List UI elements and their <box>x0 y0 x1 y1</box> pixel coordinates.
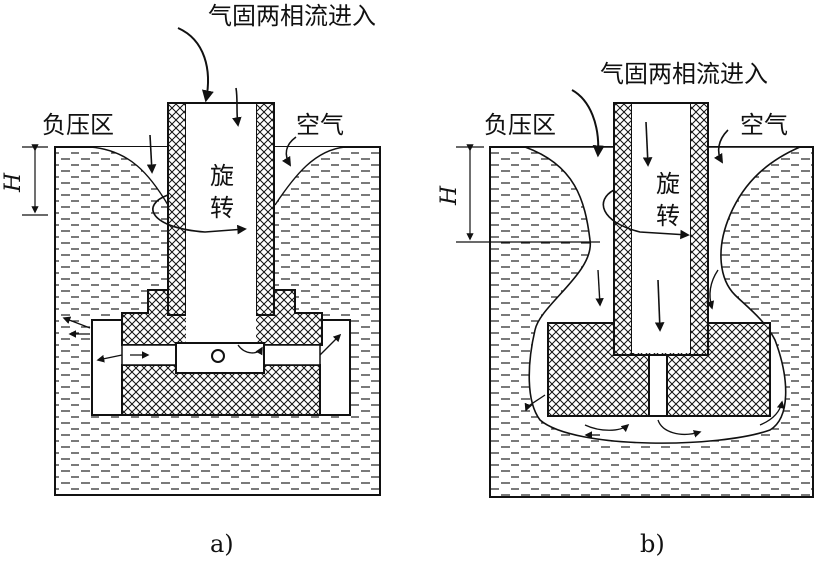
height-dimension-b <box>456 144 600 243</box>
shaft-slot-b <box>648 354 668 417</box>
air-label-b: 空气 <box>740 111 788 139</box>
inlet-arrow-b <box>571 89 605 158</box>
air-label-a: 空气 <box>296 111 344 139</box>
vortex-a <box>90 147 168 205</box>
negative-zone-arrow-a <box>146 134 157 174</box>
caption-b: b) <box>640 530 665 558</box>
pipe-wall-left-a <box>167 102 187 316</box>
height-dimension-a <box>22 144 48 216</box>
rotation-char-2-a: 转 <box>210 194 234 222</box>
rotation-char-1-b: 旋 <box>656 170 680 198</box>
air-arrow-b <box>713 129 729 164</box>
pipe-wall-right-a <box>255 102 275 316</box>
diagram-b: 气固两相流进入 负压区 空气 旋 转 H b) <box>437 60 814 558</box>
caption-a: a) <box>210 530 234 558</box>
rotation-arrow-a <box>152 194 247 235</box>
rotation-arrow-b <box>602 189 690 240</box>
diagram-a: 气固两相流进入 负压区 空气 旋 转 H a) <box>1 2 381 558</box>
rotation-char-1-a: 旋 <box>210 162 234 190</box>
height-symbol-a: H <box>1 172 26 193</box>
height-symbol-b: H <box>437 185 462 206</box>
impeller-hole-a <box>211 349 225 363</box>
negative-zone-label-a: 负压区 <box>42 111 114 139</box>
rotation-char-2-b: 转 <box>656 202 680 230</box>
inlet-arrow-a <box>177 27 214 103</box>
air-arrow-a <box>281 136 297 167</box>
inlet-label-b: 气固两相流进入 <box>600 60 768 88</box>
pipe-wall-right-b <box>689 102 709 356</box>
inlet-label-a: 气固两相流进入 <box>208 2 376 30</box>
negative-zone-label-b: 负压区 <box>484 111 556 139</box>
